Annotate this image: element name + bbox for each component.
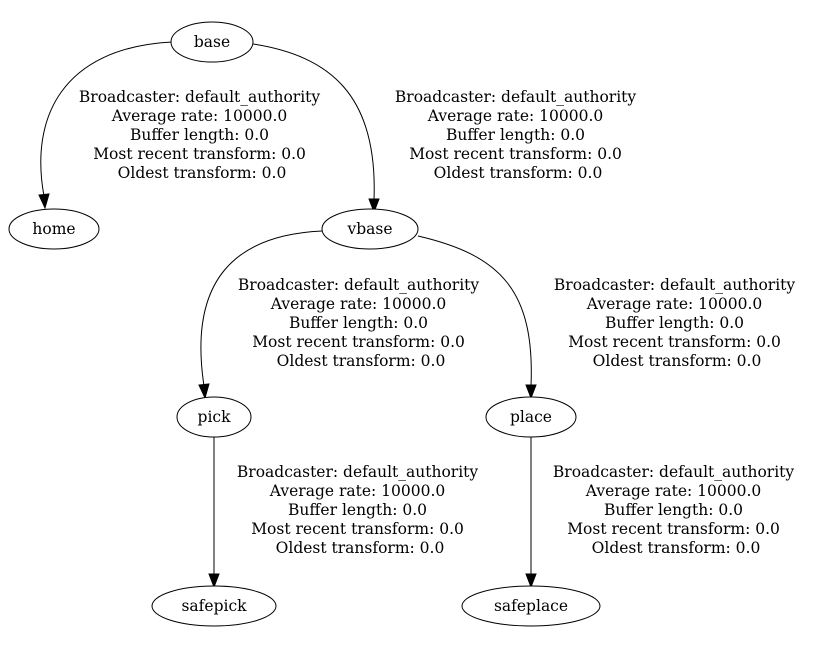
edge-base-vbase-label: Broadcaster: default_authority Average r… [395, 88, 641, 182]
edge-label-average-rate: Average rate: 10000.0 [427, 107, 603, 125]
node-pick-ellipse [176, 396, 252, 438]
node-base-label: base [194, 33, 230, 51]
edge-vbase-pick: Broadcaster: default_authority Average r… [198, 230, 484, 400]
edge-vbase-place-line [417, 235, 532, 387]
node-pick: pick [176, 396, 252, 438]
node-safepick-ellipse [151, 585, 277, 627]
node-safepick: safepick [151, 585, 277, 627]
edge-base-home-arrowhead [38, 193, 50, 210]
edge-base-vbase: Broadcaster: default_authority Average r… [252, 43, 641, 214]
edge-vbase-place-arrowhead [525, 384, 537, 400]
node-place-ellipse [485, 396, 577, 438]
node-vbase-ellipse [321, 208, 419, 250]
edge-label-oldest-transform: Oldest transform: 0.0 [434, 164, 603, 182]
edge-base-vbase-line [252, 43, 375, 201]
edge-label-oldest-transform: Oldest transform: 0.0 [276, 539, 445, 557]
node-safepick-label: safepick [181, 597, 247, 615]
edge-base-home-line [40, 41, 173, 197]
edge-label-broadcaster: Broadcaster: default_authority [553, 463, 794, 481]
edge-label-broadcaster: Broadcaster: default_authority [79, 88, 320, 106]
edge-label-average-rate: Average rate: 10000.0 [586, 295, 762, 313]
node-home-ellipse [8, 208, 100, 250]
node-safeplace-label: safeplace [494, 597, 568, 615]
edge-label-broadcaster: Broadcaster: default_authority [554, 276, 795, 294]
edge-pick-safepick: Broadcaster: default_authority Average r… [208, 437, 483, 589]
edge-label-average-rate: Average rate: 10000.0 [111, 107, 287, 125]
edge-place-safeplace-label: Broadcaster: default_authority Average r… [553, 463, 799, 557]
edge-label-buffer-length: Buffer length: 0.0 [605, 314, 744, 332]
node-vbase: vbase [321, 208, 419, 250]
edge-label-buffer-length: Buffer length: 0.0 [130, 126, 269, 144]
node-pick-label: pick [198, 408, 232, 426]
node-place: place [485, 396, 577, 438]
edge-label-average-rate: Average rate: 10000.0 [269, 482, 445, 500]
edge-label-most-recent-transform: Most recent transform: 0.0 [252, 333, 465, 351]
edge-label-oldest-transform: Oldest transform: 0.0 [593, 352, 762, 370]
edge-base-home-label: Broadcaster: default_authority Average r… [79, 88, 325, 182]
edge-label-most-recent-transform: Most recent transform: 0.0 [567, 520, 780, 538]
edge-label-most-recent-transform: Most recent transform: 0.0 [409, 145, 622, 163]
node-vbase-label: vbase [346, 220, 392, 238]
node-safeplace-ellipse [461, 585, 601, 627]
edge-vbase-place-label: Broadcaster: default_authority Average r… [554, 276, 800, 370]
edge-label-average-rate: Average rate: 10000.0 [585, 482, 761, 500]
edge-vbase-pick-line [200, 230, 323, 387]
edge-label-broadcaster: Broadcaster: default_authority [238, 276, 479, 294]
edge-label-broadcaster: Broadcaster: default_authority [237, 463, 478, 481]
edge-label-average-rate: Average rate: 10000.0 [270, 295, 446, 313]
edge-pick-safepick-arrowhead [208, 573, 220, 589]
edge-label-buffer-length: Buffer length: 0.0 [289, 314, 428, 332]
node-base: base [170, 21, 254, 63]
edge-place-safeplace: Broadcaster: default_authority Average r… [525, 437, 799, 589]
node-home-label: home [32, 220, 75, 238]
edge-label-buffer-length: Buffer length: 0.0 [604, 501, 743, 519]
edge-label-oldest-transform: Oldest transform: 0.0 [592, 539, 761, 557]
node-safeplace: safeplace [461, 585, 601, 627]
edge-label-buffer-length: Buffer length: 0.0 [288, 501, 427, 519]
edge-base-home: Broadcaster: default_authority Average r… [38, 41, 325, 210]
edge-base-vbase-arrowhead [368, 198, 380, 214]
edge-pick-safepick-label: Broadcaster: default_authority Average r… [237, 463, 483, 557]
edge-label-most-recent-transform: Most recent transform: 0.0 [251, 520, 464, 538]
edge-label-most-recent-transform: Most recent transform: 0.0 [93, 145, 306, 163]
node-base-ellipse [170, 21, 254, 63]
edge-label-buffer-length: Buffer length: 0.0 [446, 126, 585, 144]
edge-vbase-pick-label: Broadcaster: default_authority Average r… [238, 276, 484, 370]
edge-label-oldest-transform: Oldest transform: 0.0 [277, 352, 446, 370]
edge-vbase-place: Broadcaster: default_authority Average r… [417, 235, 800, 400]
edge-place-safeplace-arrowhead [525, 573, 537, 589]
edge-label-oldest-transform: Oldest transform: 0.0 [118, 164, 287, 182]
node-place-label: place [510, 408, 552, 426]
edge-label-broadcaster: Broadcaster: default_authority [395, 88, 636, 106]
node-home: home [8, 208, 100, 250]
edge-vbase-pick-arrowhead [198, 383, 210, 400]
edge-label-most-recent-transform: Most recent transform: 0.0 [568, 333, 781, 351]
